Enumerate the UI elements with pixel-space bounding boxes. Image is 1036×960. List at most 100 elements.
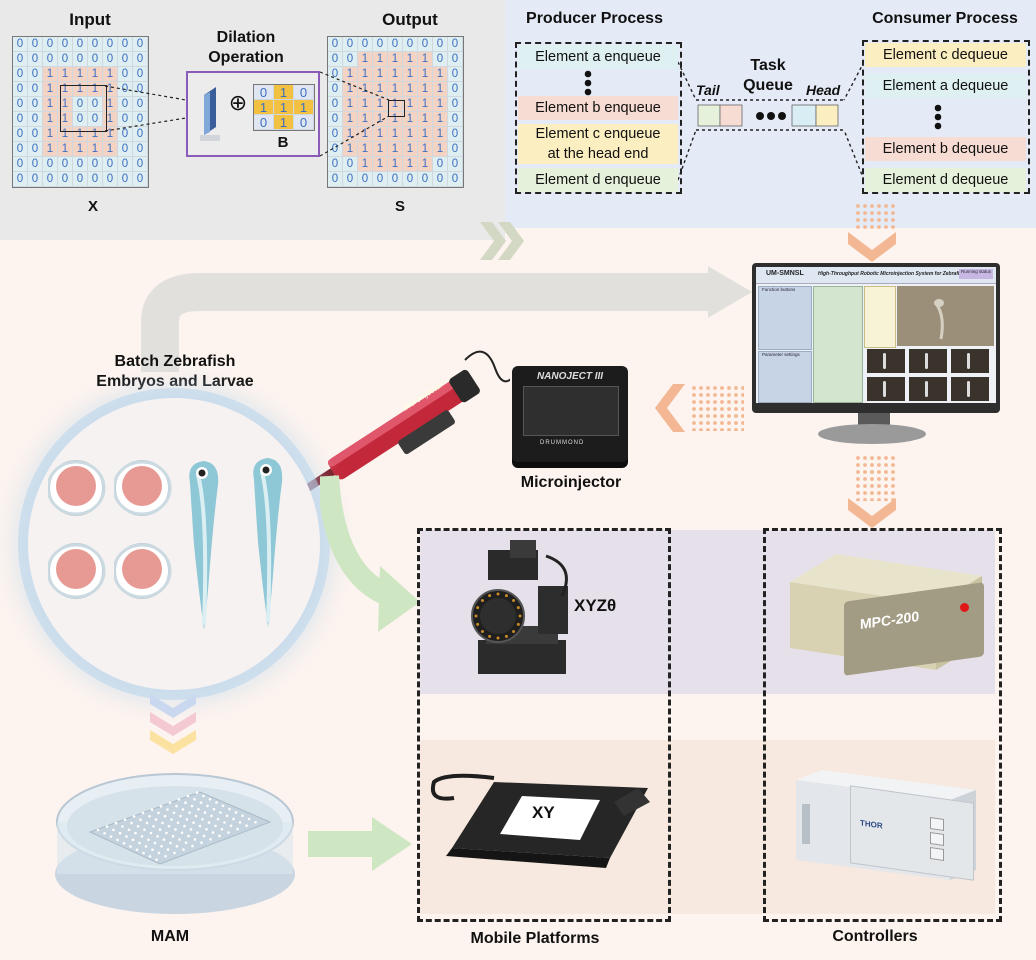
- mam-well: [191, 844, 194, 848]
- input-matrix-cell: 0: [88, 37, 103, 52]
- stage-ring-dot: [488, 634, 492, 638]
- input-matrix-cell: 0: [28, 142, 43, 157]
- output-matrix-cell: 1: [373, 142, 388, 157]
- thumbnail-3: [951, 349, 989, 373]
- input-matrix-cell: 0: [88, 112, 103, 127]
- producer-item-1: Element a enqueue: [518, 45, 678, 69]
- mobile-platforms-label: Mobile Platforms: [470, 930, 600, 947]
- output-matrix-cell: 1: [388, 67, 403, 82]
- input-matrix-cell: 0: [88, 52, 103, 67]
- thorlabs-buttons: [930, 817, 944, 861]
- input-matrix-cell: 0: [118, 52, 133, 67]
- mam-well: [186, 794, 190, 798]
- mam-well: [225, 814, 229, 818]
- input-matrix-cell: 0: [28, 67, 43, 82]
- output-matrix-cell: 0: [373, 172, 388, 187]
- status-badge: Running status: [959, 269, 993, 279]
- input-matrix-cell: 0: [28, 127, 43, 142]
- output-matrix-cell: 1: [343, 142, 358, 157]
- mam-well: [209, 838, 212, 841]
- mam-well: [162, 838, 166, 841]
- mam-well: [216, 817, 220, 821]
- task-queue-l1: Task: [750, 57, 786, 74]
- list-panel: [864, 286, 896, 348]
- mam-well: [178, 838, 181, 841]
- mam-well: [177, 798, 181, 801]
- output-matrix-cell: 0: [448, 67, 463, 82]
- input-matrix-cell: 0: [28, 172, 43, 187]
- thumbnail-larva-icon: [967, 353, 970, 369]
- orange-left-chevron-1: [655, 384, 685, 432]
- producer-ellipsis-icon: [584, 70, 592, 96]
- input-matrix-cell: 0: [133, 172, 148, 187]
- monitor-screen: UM-SMNSL High-Throughput Robotic Microin…: [756, 267, 996, 403]
- mam-well: [158, 828, 162, 831]
- mam-well: [112, 828, 115, 832]
- mam-well: [219, 811, 222, 814]
- mam-well: [121, 825, 124, 828]
- mam-well: [169, 841, 172, 845]
- output-matrix-cell: 1: [418, 97, 433, 112]
- output-matrix-cell: 1: [433, 127, 448, 142]
- kernel-matrix-cell: 1: [274, 100, 294, 115]
- mam-well: [172, 811, 176, 815]
- mam-well: [114, 821, 118, 825]
- mam-well: [147, 838, 150, 841]
- mam-well: [156, 835, 159, 838]
- output-matrix-cell: 1: [388, 127, 403, 142]
- output-matrix-cell: 1: [403, 127, 418, 142]
- mam-well: [196, 831, 199, 834]
- producer-box: [515, 42, 682, 194]
- thumbnail-1: [867, 349, 905, 373]
- oplus-symbol: ⊕: [228, 90, 248, 115]
- mam-well: [168, 801, 172, 805]
- mam-well: [131, 838, 135, 842]
- mam-well: [132, 815, 136, 818]
- mam-well: [143, 828, 146, 831]
- mam-well: [161, 821, 164, 825]
- input-matrix-cell: 1: [43, 82, 58, 97]
- thumbnail-larva-icon: [967, 381, 970, 397]
- mam-well: [181, 808, 185, 811]
- input-matrix-cell: 0: [118, 142, 133, 157]
- input-matrix-cell: 1: [43, 112, 58, 127]
- orange-down-chevron-top: [848, 232, 896, 262]
- mam-well: [166, 808, 169, 811]
- input-matrix-cell: 0: [88, 97, 103, 112]
- output-matrix-cell: 1: [418, 112, 433, 127]
- monitor-neck: [858, 413, 890, 425]
- output-matrix-cell: 1: [433, 142, 448, 157]
- thumbnail-5: [909, 377, 947, 401]
- embryo-icon-3: [48, 543, 106, 599]
- input-matrix-cell: 0: [118, 97, 133, 112]
- output-matrix-cell: 0: [448, 37, 463, 52]
- mam-well: [155, 858, 158, 861]
- input-matrix-cell: 0: [133, 52, 148, 67]
- output-matrix-cell: 1: [373, 112, 388, 127]
- output-matrix-cell: 1: [358, 52, 373, 67]
- output-matrix-cell: 1: [433, 97, 448, 112]
- input-matrix-cell: 0: [73, 52, 88, 67]
- mam-well: [175, 804, 178, 808]
- stage-ring-dot: [518, 614, 522, 618]
- input-matrix-cell: 1: [58, 67, 73, 82]
- mam-well: [200, 841, 203, 844]
- stage-ring-dot: [480, 630, 484, 634]
- output-matrix-cell: 1: [418, 142, 433, 157]
- xy-stage-icon: [431, 773, 650, 868]
- output-matrix-cell: 0: [328, 112, 343, 127]
- mam-well: [184, 841, 188, 845]
- mam-well: [157, 811, 160, 815]
- output-matrix-cell: 0: [328, 37, 343, 52]
- mam-well: [105, 825, 109, 828]
- mam-well: [148, 855, 152, 858]
- x-label: X: [87, 198, 98, 215]
- kernel-matrix-cell: 0: [294, 85, 314, 100]
- mam-well: [189, 828, 193, 831]
- stage-ring-dot: [488, 594, 492, 598]
- input-matrix-cell: 0: [73, 157, 88, 172]
- thumbnail-larva-icon: [925, 353, 928, 369]
- thumbnail-2: [909, 349, 947, 373]
- dot-field-mid: [856, 456, 895, 501]
- output-matrix-cell: 0: [328, 82, 343, 97]
